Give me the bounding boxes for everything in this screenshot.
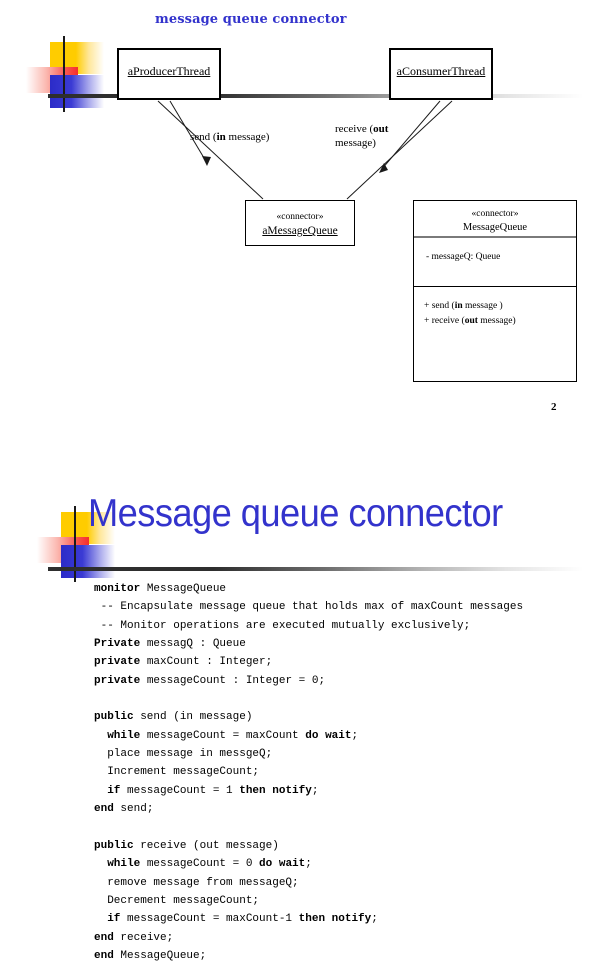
class-attribute-messageq: - messageQ: Queue [426,252,501,262]
code-line: while messageCount = maxCount do wait; [107,729,359,742]
slide-message-queue-connector-diagram: message queue connector aProducerThread … [0,0,600,430]
logo-vertical-line-2 [74,506,76,582]
connector-stereotype-label: «connector» [276,212,324,222]
code-line: private messageCount : Integer = 0; [94,674,326,687]
arrow-label-send-post: message) [225,131,270,143]
object-label-producer-thread: aProducerThread [127,64,211,78]
class-box-header: «connector» MessageQueue [414,201,576,238]
code-line: while messageCount = 0 do wait; [107,858,312,871]
code-line: monitor MessageQueue [94,583,227,595]
code-line [94,690,523,708]
arrow-line-consumer-to-queue [346,100,453,200]
code-line: private maxCount : Integer; [94,656,273,669]
class-operation-receive-post: message) [477,315,516,326]
class-box-attributes: - messageQ: Queue [414,238,576,287]
object-label-consumer-thread: aConsumerThread [396,64,486,78]
code-line: public receive (out message) [94,839,279,852]
code-line: end receive; [94,931,174,944]
connector-name-label: aMessageQueue [262,225,338,237]
arrow-line-send [169,100,208,164]
code-line: -- Encapsulate message queue that holds … [94,601,524,614]
arrowhead-send [202,156,211,166]
object-box-message-queue-connector[interactable] [245,200,355,246]
arrow-label-receive-bold: out [373,123,389,135]
object-box-consumer-thread[interactable] [389,48,493,100]
class-box-operations: + send (in message ) + receive (out mess… [414,287,576,328]
association-arrows [157,100,453,200]
class-operation-send-bold: in [454,301,463,311]
logo-square-blue-2 [61,545,115,578]
code-line: Increment messageCount; [94,766,260,779]
code-line: public send (in message) [94,711,253,724]
arrow-label-send-pre: send ( [190,131,217,143]
arrowhead-receive [379,163,388,173]
slide2-header-divider-rule [48,567,600,571]
design-logo-slide1 [26,36,130,112]
class-operation-receive-pre: + receive ( [424,315,465,326]
class-operation-receive-bold: out [464,315,478,326]
logo-vertical-line [63,36,65,112]
arrow-line-producer-to-queue [157,100,264,200]
arrow-label-send: send (in message) [190,130,269,144]
code-line: place message in messgeQ; [94,748,273,761]
page-title: message queue connector [155,12,347,27]
code-line: if messageCount = 1 then notify; [107,784,319,797]
class-operation-send-pre: + send ( [424,301,455,311]
logo-square-blue [50,75,104,108]
code-line: if messageCount = maxCount-1 then notify… [107,913,378,926]
code-line: Decrement messageCount; [94,894,260,907]
code-line: Private messagQ : Queue [94,638,246,651]
code-line: end MessageQueue; [94,949,207,962]
arrow-label-receive-line1: receive (out [335,122,388,136]
code-line: end send; [94,803,154,816]
arrow-label-receive-pre: receive ( [335,123,374,135]
code-line [94,818,523,836]
class-operation-send: + send (in message ) [424,299,576,314]
arrow-label-receive: receive (out message) [335,122,388,151]
header-divider-rule [48,94,600,98]
class-operation-send-post: message ) [462,301,503,311]
code-line: remove message from messageQ; [94,876,299,889]
class-box-stereotype: «connector» [471,209,519,219]
arrow-line-receive [380,100,441,171]
design-logo-slide2 [37,506,141,582]
code-listing: monitor MessageQueue -- Encapsulate mess… [94,580,523,965]
slide2-page-title: Message queue connector [88,492,503,535]
class-operation-receive: + receive (out message) [424,314,576,329]
class-box-name: MessageQueue [462,221,528,233]
arrow-label-send-bold: in [216,131,226,143]
arrow-label-receive-line2: message) [335,137,376,150]
page-number: 2 [551,401,557,413]
class-box-message-queue[interactable]: «connector» MessageQueue - messageQ: Que… [413,200,577,382]
code-line: -- Monitor operations are executed mutua… [94,619,471,632]
object-box-producer-thread[interactable] [117,48,221,100]
